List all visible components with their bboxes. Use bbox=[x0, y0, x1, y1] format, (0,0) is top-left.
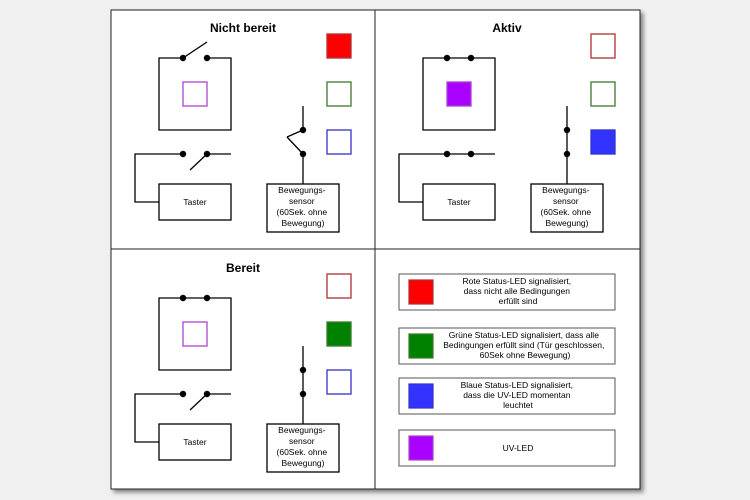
panel-title-aktiv: Aktiv bbox=[492, 21, 522, 35]
sensor-switch-closed bbox=[563, 106, 571, 184]
sensor-box bbox=[266, 423, 340, 473]
sensor-label-line-4: Bewegung) bbox=[281, 218, 324, 228]
legend: Rote Status-LED signalisiert, dass nicht… bbox=[398, 273, 616, 467]
panel-aktiv: Aktiv Taster Bewegungs- sensor ( bbox=[398, 21, 616, 233]
sensor-box bbox=[266, 183, 340, 233]
status-led-blue-off bbox=[326, 129, 352, 155]
door-frame bbox=[422, 54, 496, 131]
taster-label: Taster bbox=[183, 437, 206, 447]
uv-led-on bbox=[446, 81, 472, 107]
sensor-label-line-1: Bewegungs- bbox=[542, 185, 589, 195]
legend-swatch-green bbox=[408, 333, 434, 359]
panel-title-bereit: Bereit bbox=[226, 261, 260, 275]
legend-text-blue: Blaue Status-LED signalisiert, dass die … bbox=[461, 380, 576, 410]
status-led-blue-off bbox=[326, 369, 352, 395]
legend-text-red: Rote Status-LED signalisiert, dass nicht… bbox=[462, 276, 573, 306]
sensor-label-line-4: Bewegung) bbox=[545, 218, 588, 228]
sensor-label-line-1: Bewegungs- bbox=[278, 185, 325, 195]
legend-item-green: Grüne Status-LED signalisiert, dass alle… bbox=[398, 327, 616, 365]
sensor-label-line-4: Bewegung) bbox=[281, 458, 324, 468]
taster-switch-open bbox=[134, 390, 231, 443]
legend-red-line-2: dass nicht alle Bedingungen bbox=[464, 286, 571, 296]
sensor-label-line-3: (60Sek. ohne bbox=[541, 207, 592, 217]
sensor-label-line-2: sensor bbox=[553, 196, 579, 206]
status-led-blue-on bbox=[590, 129, 616, 155]
door-frame bbox=[158, 294, 232, 371]
status-led-green-off bbox=[326, 81, 352, 107]
status-led-green-on bbox=[326, 321, 352, 347]
taster-switch-open bbox=[134, 150, 231, 203]
legend-swatch-purple bbox=[408, 435, 434, 461]
status-led-red-off bbox=[326, 273, 352, 299]
legend-blue-line-3: leuchtet bbox=[503, 400, 533, 410]
panel-bereit: Bereit Taster Bewegungs- sensor bbox=[134, 261, 352, 473]
taster-label: Taster bbox=[183, 197, 206, 207]
sensor-label-line-3: (60Sek. ohne bbox=[277, 447, 328, 457]
legend-item-blue: Blaue Status-LED signalisiert, dass die … bbox=[398, 377, 616, 415]
legend-text-purple: UV-LED bbox=[503, 443, 534, 453]
panel-title-nicht-bereit: Nicht bereit bbox=[210, 21, 276, 35]
legend-green-line-2: Bedingungen erfüllt sind (Tür geschlosse… bbox=[443, 340, 604, 350]
sensor-label-line-2: sensor bbox=[289, 196, 315, 206]
sensor-label: Bewegungs- sensor (60Sek. ohne Bewegung) bbox=[277, 425, 330, 468]
sensor-label: Bewegungs- sensor (60Sek. ohne Bewegung) bbox=[277, 185, 330, 228]
legend-item-red: Rote Status-LED signalisiert, dass nicht… bbox=[398, 273, 616, 311]
taster-label: Taster bbox=[447, 197, 470, 207]
uv-led-off bbox=[182, 81, 208, 107]
legend-swatch-red bbox=[408, 279, 434, 305]
door-frame bbox=[158, 41, 232, 131]
taster-box bbox=[158, 423, 232, 461]
status-led-red-off bbox=[590, 33, 616, 59]
legend-green-line-1: Grüne Status-LED signalisiert, dass alle bbox=[449, 330, 600, 340]
legend-swatch-blue bbox=[408, 383, 434, 409]
status-led-red-on bbox=[326, 33, 352, 59]
legend-blue-line-2: dass die UV-LED momentan bbox=[463, 390, 571, 400]
legend-red-line-1: Rote Status-LED signalisiert, bbox=[462, 276, 571, 286]
legend-red-line-3: erfüllt sind bbox=[499, 296, 538, 306]
uv-led-off bbox=[182, 321, 208, 347]
sensor-label-line-2: sensor bbox=[289, 436, 315, 446]
sensor-switch-open bbox=[286, 106, 307, 184]
legend-item-purple: UV-LED bbox=[398, 429, 616, 467]
sensor-label: Bewegungs- sensor (60Sek. ohne Bewegung) bbox=[541, 185, 594, 228]
sensor-label-line-1: Bewegungs- bbox=[278, 425, 325, 435]
taster-box bbox=[158, 183, 232, 221]
legend-text-green: Grüne Status-LED signalisiert, dass alle… bbox=[443, 330, 607, 360]
legend-green-line-3: 60Sek ohne Bewegung) bbox=[480, 350, 571, 360]
status-led-green-off bbox=[590, 81, 616, 107]
legend-blue-line-1: Blaue Status-LED signalisiert, bbox=[461, 380, 573, 390]
panel-nicht-bereit: Nicht bereit Taster bbox=[134, 21, 352, 233]
taster-switch-closed bbox=[398, 150, 495, 203]
sensor-switch-closed bbox=[299, 346, 307, 424]
sensor-box bbox=[530, 183, 604, 233]
sensor-label-line-3: (60Sek. ohne bbox=[277, 207, 328, 217]
taster-box bbox=[422, 183, 496, 221]
